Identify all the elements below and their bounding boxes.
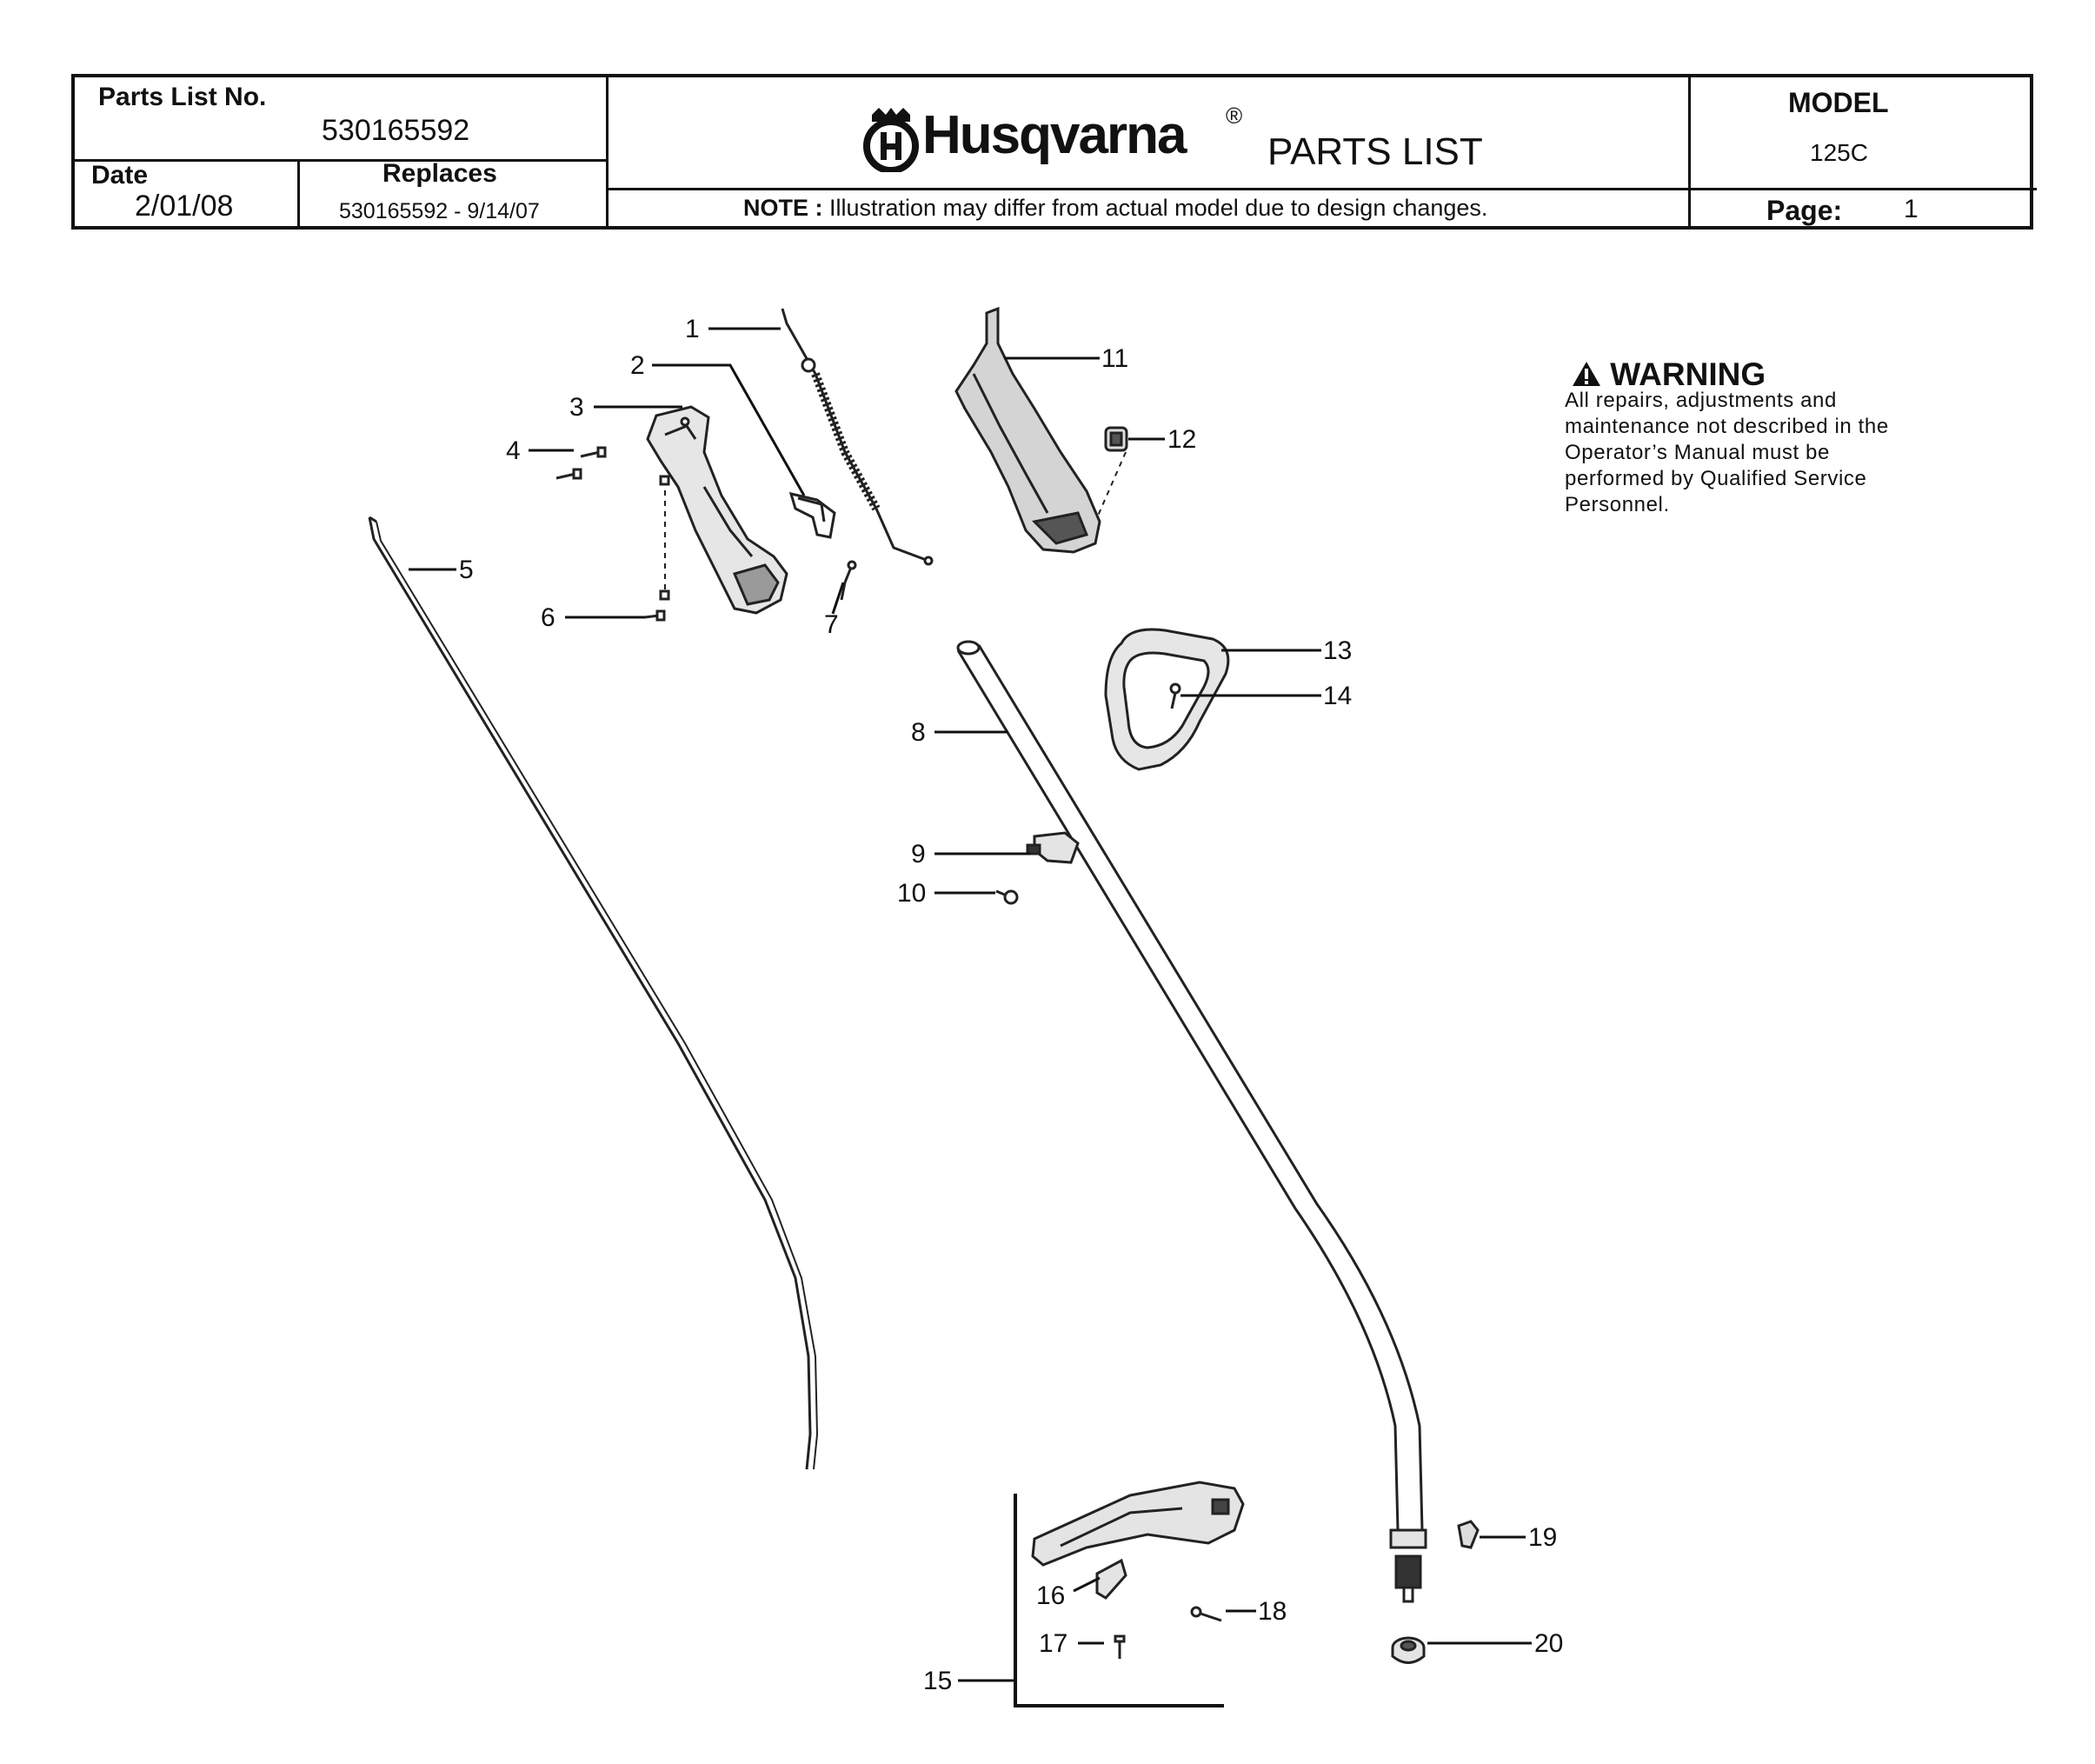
assembly-lines — [664, 451, 1127, 591]
callout-12: 12 — [1167, 425, 1196, 454]
divider-mid-row — [606, 188, 2037, 190]
divider-col-1 — [606, 77, 609, 230]
date-label: Date — [91, 161, 149, 190]
part-6-screw — [644, 609, 666, 622]
husqvarna-logo: Husqvarna — [863, 104, 1220, 174]
callout-10: 10 — [897, 879, 926, 908]
divider-col-2 — [1688, 77, 1691, 230]
shaft-coupling — [1389, 1528, 1427, 1603]
page-value: 1 — [1904, 195, 1919, 223]
part-12-knob — [1104, 426, 1128, 452]
callout-18: 18 — [1258, 1597, 1287, 1626]
callout-4: 4 — [506, 436, 521, 465]
replaces-value: 530165592 - 9/14/07 — [339, 199, 540, 223]
part-15-guard-assembly — [1031, 1481, 1245, 1567]
callout-19: 19 — [1528, 1523, 1557, 1552]
callout-8: 8 — [911, 718, 926, 747]
assembly-bracket-15 — [1014, 1494, 1224, 1707]
callout-1: 1 — [685, 315, 700, 343]
note-label: NOTE : — [743, 195, 823, 221]
part-screw-3a — [659, 475, 670, 601]
part-8-shaft-tube — [956, 640, 1424, 1531]
warning-text: All repairs, adjustments and maintenance… — [1565, 389, 1889, 516]
part-18-screw — [1190, 1606, 1222, 1622]
part-3-handle-housing — [646, 405, 788, 615]
part-2-throttle-trigger — [788, 491, 836, 539]
part-4-screws — [555, 446, 607, 480]
part-9-clamp — [1026, 831, 1080, 864]
warning-title: WARNING — [1572, 356, 1766, 393]
replaces-label: Replaces — [382, 159, 497, 188]
callout-17: 17 — [1039, 1629, 1067, 1658]
callout-13: 13 — [1323, 636, 1352, 665]
note-text: Illustration may differ from actual mode… — [829, 195, 1488, 221]
part-16-blade — [1095, 1558, 1127, 1600]
date-value: 2/01/08 — [135, 190, 234, 223]
divider-right-row — [1688, 188, 2036, 190]
model-value: 125C — [1810, 139, 1868, 166]
warning-title-text: WARNING — [1610, 356, 1766, 392]
callout-3: 3 — [569, 393, 584, 422]
divider-left-row — [75, 159, 606, 162]
part-13-loop-handle — [1104, 628, 1230, 771]
page-label: Page: — [1766, 195, 1843, 226]
leader-lines — [409, 327, 1532, 1682]
callout-11: 11 — [1101, 344, 1128, 373]
callout-20: 20 — [1534, 1629, 1563, 1658]
part-14-bolt — [1169, 682, 1181, 709]
registered-mark: ® — [1226, 103, 1243, 129]
callout-5: 5 — [459, 556, 474, 584]
callout-6: 6 — [541, 603, 555, 632]
part-19-clip — [1457, 1520, 1480, 1549]
callout-9: 9 — [911, 840, 926, 869]
part-20-nut — [1391, 1636, 1426, 1664]
callout-16: 16 — [1036, 1581, 1065, 1610]
callout-labels: 1 2 3 4 5 6 7 8 9 10 11 12 13 14 15 16 1… — [459, 315, 1563, 1695]
callout-7: 7 — [824, 610, 839, 639]
leader-2 — [652, 363, 806, 496]
doc-title: PARTS LIST — [1267, 130, 1483, 173]
note-line: NOTE : Illustration may differ from actu… — [743, 195, 1487, 222]
parts-list-no-label: Parts List No. — [98, 83, 267, 111]
leader-16 — [1073, 1576, 1101, 1593]
callout-14: 14 — [1323, 682, 1352, 710]
part-5-drive-shaft — [368, 516, 819, 1470]
part-1-throttle-cable — [781, 308, 934, 566]
divider-col-left-sub — [297, 160, 300, 230]
husqvarna-crown-icon — [863, 108, 919, 172]
part-10-screw — [995, 889, 1019, 905]
brand-name: Husqvarna — [922, 105, 1187, 165]
callout-15: 15 — [923, 1667, 952, 1695]
parts-list-no-value: 530165592 — [322, 114, 470, 147]
part-11-handle-cover — [954, 306, 1101, 554]
header-table — [71, 74, 2037, 230]
part-7-clip — [840, 560, 857, 601]
part-17-screw — [1114, 1634, 1126, 1659]
model-label: MODEL — [1788, 87, 1889, 118]
warning-triangle-icon — [1573, 362, 1600, 386]
leader-7 — [831, 582, 845, 615]
callout-2: 2 — [630, 351, 645, 380]
